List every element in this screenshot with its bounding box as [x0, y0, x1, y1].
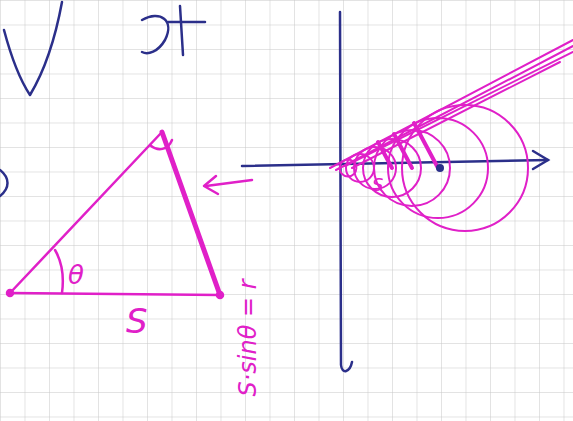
cone-sketch [330, 40, 573, 231]
triangle-sketch [7, 132, 252, 298]
handwritten-label: S [372, 176, 383, 194]
handwritten-label: S [126, 304, 148, 338]
center-dot [436, 164, 444, 172]
handwritten-label: S·sinθ = r [236, 258, 260, 418]
coordinate-axes [242, 12, 548, 371]
handwritten-label: θ [68, 262, 84, 288]
